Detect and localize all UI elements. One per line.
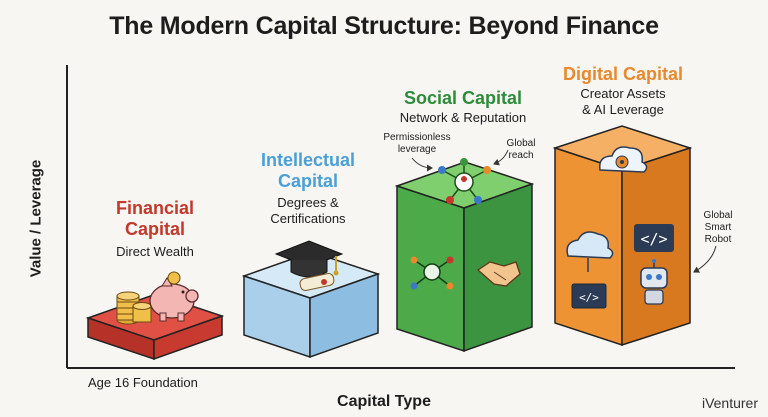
axes xyxy=(66,65,735,369)
baseline-label: Age 16 Foundation xyxy=(88,375,198,390)
intellectual-capital-subtitle: Degrees & Certifications xyxy=(270,195,346,226)
svg-text:</>: </> xyxy=(579,291,599,304)
coins-icon xyxy=(116,291,152,325)
digital-capital-heading: Digital Capital xyxy=(562,64,683,84)
network-icon xyxy=(438,158,491,204)
handshake-icon xyxy=(476,261,521,287)
digital-capital-subtitle: Creator Assets & AI Leverage xyxy=(580,86,666,117)
social-capital-heading: Social Capital xyxy=(403,88,523,108)
annotation-arrows xyxy=(411,149,717,273)
x-axis-label: Capital Type xyxy=(337,393,431,410)
intellectual-capital-heading: Intellectual Capital xyxy=(260,150,356,191)
robot-icon xyxy=(640,259,668,305)
cloud-upload-icon: </> xyxy=(566,231,614,309)
network-icon xyxy=(410,256,454,290)
piggy-bank-icon xyxy=(149,271,199,322)
brand-logo: iVenturer xyxy=(701,395,758,411)
permissionless-annotation: Permissionless leverage xyxy=(383,132,451,155)
svg-text:</>: </> xyxy=(640,230,667,248)
financial-capital-subtitle: Direct Wealth xyxy=(116,244,194,259)
diploma-icon xyxy=(299,273,335,291)
graduation-cap-icon xyxy=(274,240,344,278)
global-reach-annotation: Global reach xyxy=(506,138,536,161)
smart-robot-annotation: Global Smart Robot xyxy=(703,210,733,245)
code-icon: </> xyxy=(634,224,674,252)
financial-capital-heading: Financial Capital xyxy=(115,198,195,239)
intellectual-block xyxy=(241,251,381,359)
page-title: The Modern Capital Structure: Beyond Fin… xyxy=(109,12,659,40)
social-capital-subtitle: Network & Reputation xyxy=(399,110,527,125)
cloud-gear-icon xyxy=(599,146,648,173)
